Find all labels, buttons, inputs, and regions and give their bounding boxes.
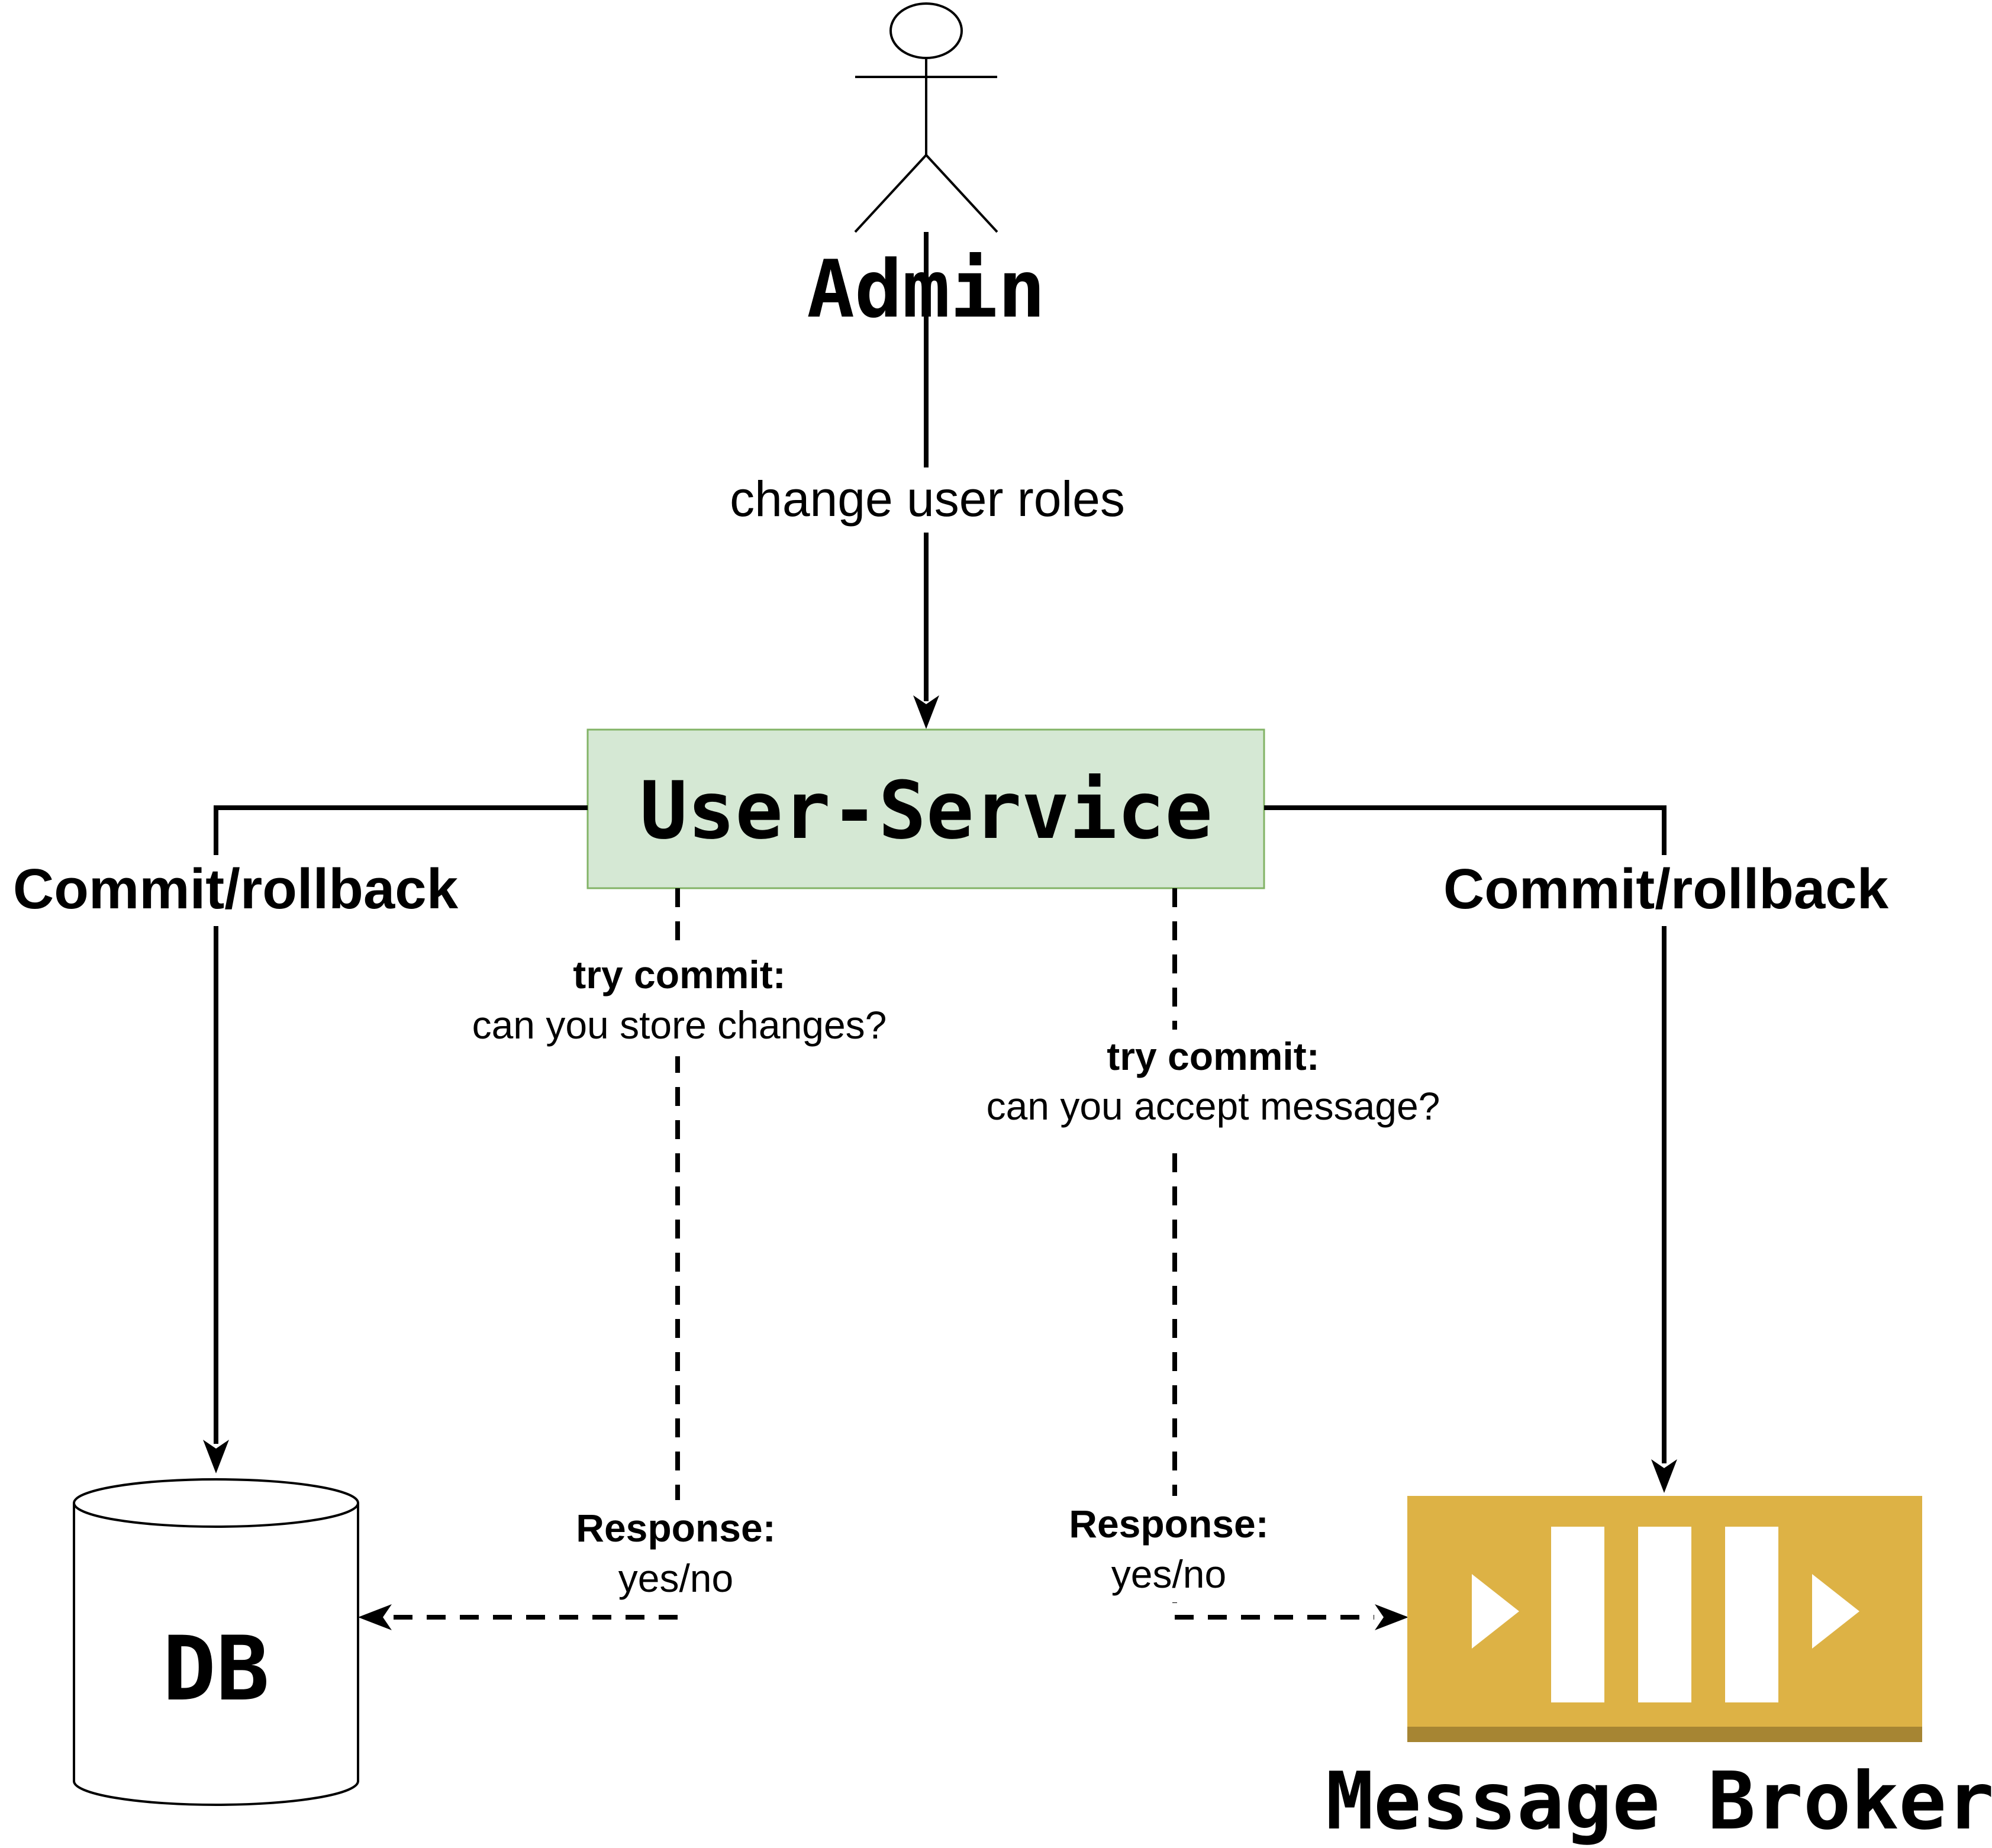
user-service-label: User-Service	[640, 765, 1213, 857]
broker-commit-rollback-label: Commit/rollback	[1443, 857, 1889, 921]
service-to-broker-commit-arrow	[1264, 805, 1677, 1493]
service-to-db-commit-arrow	[203, 805, 588, 1473]
db-response-title: Response:	[576, 1506, 775, 1550]
admin-to-service-arrow	[913, 232, 939, 729]
database-cylinder-icon	[73, 1478, 359, 1806]
actor-label: Admin	[807, 243, 1045, 336]
db-try-commit-text: can you store changes?	[472, 1003, 887, 1047]
broker-response-text: yes/no	[1111, 1552, 1226, 1596]
db-try-commit-dashed-arrow	[358, 888, 680, 1630]
db-commit-rollback-label: Commit/rollback	[13, 857, 459, 921]
broker-try-commit-title: try commit:	[1107, 1034, 1319, 1078]
db-try-commit-title: try commit:	[573, 953, 785, 996]
admin-actor-icon	[854, 2, 998, 233]
message-queue-icon	[1407, 1496, 1922, 1742]
db-node[interactable]: DB	[73, 1478, 359, 1806]
user-service-node[interactable]: User-Service	[586, 728, 1265, 889]
db-response-text: yes/no	[618, 1556, 733, 1600]
message-broker-node[interactable]: Message Broker	[1326, 1496, 1992, 1847]
broker-response-title: Response:	[1069, 1502, 1268, 1546]
broker-try-commit-text: can you accept message?	[987, 1084, 1440, 1128]
db-label: DB	[163, 1618, 270, 1721]
message-broker-label: Message Broker	[1326, 1755, 1992, 1847]
change-user-roles-label: change user roles	[730, 471, 1125, 527]
